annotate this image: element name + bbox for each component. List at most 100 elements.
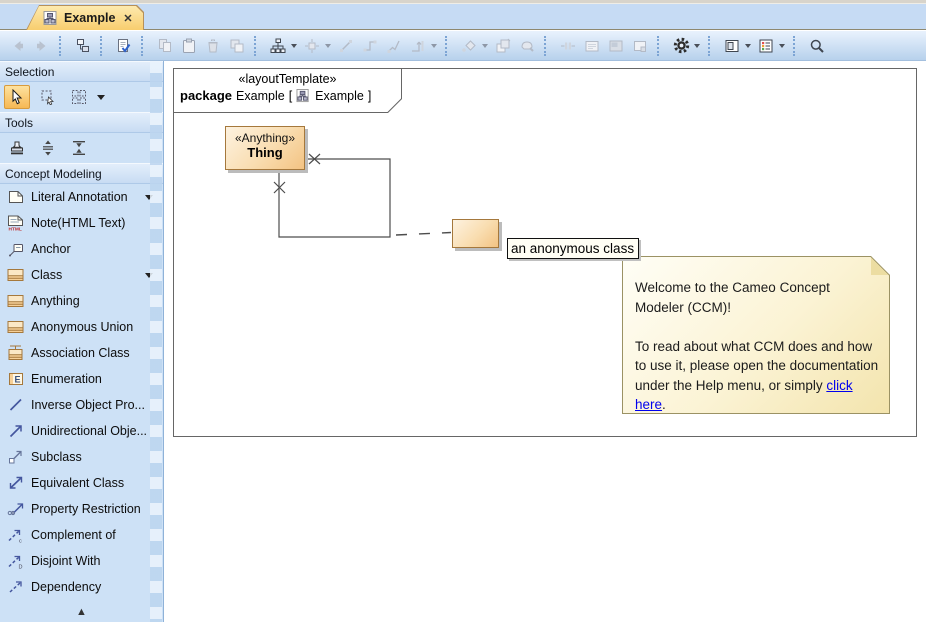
- image-shape-button[interactable]: [604, 34, 628, 58]
- main-toolbar: [0, 31, 926, 61]
- enumeration-icon: E: [6, 372, 25, 386]
- thing-name: Thing: [247, 145, 283, 160]
- palette-item-complement-of[interactable]: c Complement of: [0, 522, 163, 548]
- straight-line-button[interactable]: [334, 34, 358, 58]
- class-dropdown-caret[interactable]: [145, 272, 153, 278]
- stamp-tool-button[interactable]: [4, 136, 30, 160]
- multi-select-button[interactable]: [66, 85, 92, 109]
- select-tool-button[interactable]: [4, 85, 30, 109]
- trash-icon: [208, 39, 218, 52]
- path-line-button[interactable]: [406, 34, 430, 58]
- frame-keyword: package: [180, 88, 233, 103]
- palette-item-dependency[interactable]: Dependency: [0, 574, 163, 600]
- edit-compartments-button[interactable]: [580, 34, 604, 58]
- palette-item-inverse-object-property[interactable]: Inverse Object Pro...: [0, 392, 163, 418]
- palette-item-equivalent-class[interactable]: Equivalent Class: [0, 470, 163, 496]
- anchor-icon: [6, 242, 25, 257]
- tree-layout-dropdown-caret[interactable]: [291, 43, 297, 48]
- svg-text:D: D: [19, 564, 23, 569]
- back-button[interactable]: [6, 34, 30, 58]
- validate-button[interactable]: [112, 34, 136, 58]
- align-button[interactable]: [300, 34, 324, 58]
- distribute-vertical-icon: [43, 140, 53, 156]
- anonymous-class-shape[interactable]: [452, 219, 499, 248]
- palette-item-anchor[interactable]: Anchor: [0, 236, 163, 262]
- delete-button[interactable]: [201, 34, 225, 58]
- palette-item-enumeration[interactable]: E Enumeration: [0, 366, 163, 392]
- toolbar-separator: [141, 35, 150, 56]
- welcome-note[interactable]: Welcome to the Cameo Concept Modeler (CC…: [622, 256, 890, 414]
- diagram-frame-header[interactable]: «layoutTemplate» package Example [: [173, 68, 402, 113]
- palette-item-unidirectional-object-property[interactable]: Unidirectional Obje...: [0, 418, 163, 444]
- compress-vertical-icon: [73, 141, 85, 155]
- multi-select-dropdown-caret[interactable]: [97, 94, 105, 100]
- diagram-canvas[interactable]: «layoutTemplate» package Example [: [165, 61, 926, 622]
- make-same-space-button[interactable]: [556, 34, 580, 58]
- format-painter-icon: [521, 40, 534, 52]
- literal-annotation-dropdown-caret[interactable]: [145, 194, 153, 200]
- anonymous-class-label[interactable]: an anonymous class: [507, 238, 640, 259]
- swimlane-button[interactable]: [628, 34, 652, 58]
- window-top-strip: [0, 0, 926, 4]
- to-front-button[interactable]: [491, 34, 515, 58]
- anything-class-icon: [6, 294, 25, 308]
- frame-diagram-icon: [296, 89, 311, 103]
- settings-button[interactable]: [669, 34, 693, 58]
- window-layout-dropdown-caret[interactable]: [745, 43, 751, 48]
- path-line-icon: [412, 40, 424, 52]
- tab-close-icon[interactable]: ✕: [123, 12, 133, 25]
- palette-item-disjoint-with[interactable]: D Disjoint With: [0, 548, 163, 574]
- palette-item-anything[interactable]: Anything: [0, 288, 163, 314]
- copy-button[interactable]: [153, 34, 177, 58]
- align-dropdown-caret[interactable]: [325, 43, 331, 48]
- oblique-line-button[interactable]: [382, 34, 406, 58]
- diagram-icon: [43, 11, 59, 26]
- toolbar-separator: [254, 35, 263, 56]
- tree-layout-button[interactable]: [266, 34, 290, 58]
- palette-scrollbar[interactable]: [150, 61, 162, 622]
- validate-icon: [118, 38, 131, 53]
- palette-item-class[interactable]: Class: [0, 262, 163, 288]
- click-here-link[interactable]: click here: [635, 377, 853, 412]
- tab-example[interactable]: Example ✕: [26, 5, 144, 30]
- palette-item-anonymous-union[interactable]: Anonymous Union: [0, 314, 163, 340]
- note-fold-corner: [871, 257, 889, 275]
- palette-item-association-class[interactable]: Association Class: [0, 340, 163, 366]
- paste-button[interactable]: [177, 34, 201, 58]
- fill-color-button[interactable]: [457, 34, 481, 58]
- non-navigable-x-marker: [273, 181, 286, 194]
- frame-title-line: package Example [ Examp: [180, 88, 372, 103]
- palette-item-property-restriction[interactable]: Property Restriction: [0, 496, 163, 522]
- legend-button[interactable]: [754, 34, 778, 58]
- class-icon: [6, 268, 25, 282]
- palette-item-literal-annotation[interactable]: Literal Annotation: [0, 184, 163, 210]
- forward-icon: [37, 40, 46, 51]
- straight-line-icon: [340, 39, 352, 52]
- distribute-vertically-button[interactable]: [35, 136, 61, 160]
- class-thing[interactable]: «Anything» Thing: [225, 126, 305, 170]
- marquee-select-button[interactable]: [35, 85, 61, 109]
- note-html-icon: HTML: [6, 215, 25, 231]
- copy-icon: [159, 38, 171, 52]
- stamp-icon: [11, 141, 23, 155]
- compress-vertically-button[interactable]: [66, 136, 92, 160]
- toolbar-separator: [793, 35, 802, 56]
- forward-button[interactable]: [30, 34, 54, 58]
- fill-color-dropdown-caret[interactable]: [482, 43, 488, 48]
- settings-dropdown-caret[interactable]: [694, 43, 700, 48]
- palette-item-subclass[interactable]: Subclass: [0, 444, 163, 470]
- window-layout-button[interactable]: [720, 34, 744, 58]
- format-painter-button[interactable]: [515, 34, 539, 58]
- path-line-dropdown-caret[interactable]: [431, 43, 437, 48]
- select-in-containment-tree-button[interactable]: [71, 34, 95, 58]
- clone-button[interactable]: [225, 34, 249, 58]
- rectilinear-line-button[interactable]: [358, 34, 382, 58]
- palette-scroll-up[interactable]: ▲: [0, 600, 163, 618]
- palette-item-note-html[interactable]: HTML Note(HTML Text): [0, 210, 163, 236]
- back-icon: [14, 40, 23, 51]
- legend-dropdown-caret[interactable]: [779, 43, 785, 48]
- toolbar-separator: [544, 35, 553, 56]
- dependency-icon: [6, 580, 25, 594]
- zoom-search-button[interactable]: [805, 34, 829, 58]
